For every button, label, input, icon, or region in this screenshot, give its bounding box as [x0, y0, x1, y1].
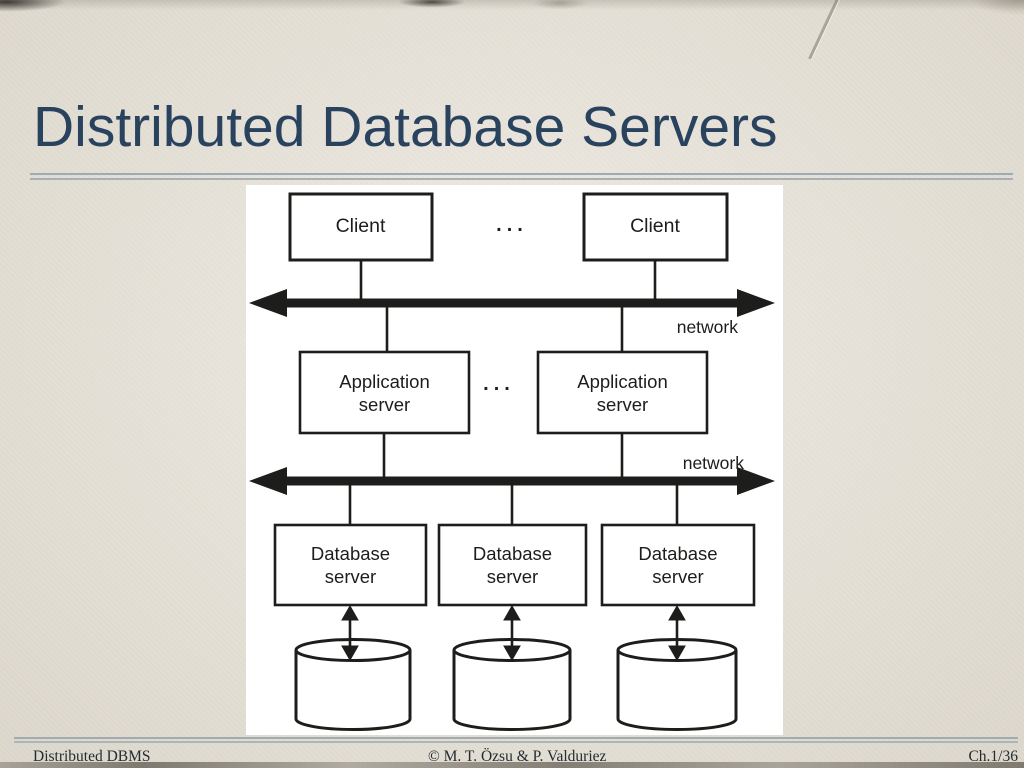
- db-server-label-middle-line1: Database: [472, 543, 553, 564]
- bus-top-right-arrowhead: [737, 289, 775, 317]
- bus-bottom-right-arrowhead: [737, 467, 775, 495]
- db-server-label-left: Database server: [274, 524, 427, 606]
- ellipsis-clients: ...: [496, 214, 528, 236]
- network-label-top: network: [676, 317, 738, 337]
- disk-cylinder-left-body: [294, 650, 412, 731]
- db-server-label-middle: Database server: [438, 524, 587, 606]
- architecture-diagram: [249, 192, 775, 731]
- app-server-label-right-line1: Application: [577, 370, 668, 392]
- db-server-label-middle-line2: server: [486, 566, 539, 587]
- disk-arrow-middle-up-head: [503, 604, 521, 621]
- disk-arrow-middle-down-head: [503, 645, 521, 662]
- diagram-panel: Client Client ... network Application se…: [246, 185, 783, 735]
- network-bus-top: [249, 289, 775, 317]
- db-server-label-left-line1: Database: [310, 543, 391, 564]
- footer-page-number: Ch.1/36: [968, 748, 1018, 765]
- footer-separator: [14, 737, 1018, 743]
- bus-top-left-arrowhead: [249, 289, 287, 317]
- disk-arrow-left-up-head: [341, 604, 359, 621]
- disk-arrow-left-down-head: [341, 645, 359, 662]
- db-server-label-right-line1: Database: [638, 543, 718, 564]
- db-server-label-left-line2: server: [324, 566, 377, 587]
- title-separator: [30, 173, 1013, 180]
- disk-arrows: [341, 604, 686, 662]
- node-boxes: [273, 192, 756, 607]
- app-server-box-left: [298, 350, 471, 435]
- client-box-left: [288, 192, 434, 262]
- footer-copyright-text: © M. T. Özsu & P. Valduriez: [428, 748, 607, 765]
- paper-bottom-edge: [0, 762, 1024, 768]
- disk-cylinders: [294, 638, 738, 731]
- disk-cylinder-right-body: [616, 650, 738, 731]
- client-label-left: Client: [335, 215, 386, 237]
- paper-crease: [808, 0, 839, 60]
- client-box-right: [582, 192, 729, 262]
- app-server-label-left-line1: Application: [339, 370, 430, 392]
- network-label-bottom: network: [682, 453, 744, 473]
- disk-cylinder-middle-body: [452, 650, 572, 731]
- db-server-label-right-line2: server: [652, 566, 704, 587]
- db-server-label-right: Database server: [601, 524, 755, 606]
- page-title: Distributed Database Servers: [33, 95, 778, 160]
- app-server-box-right: [536, 350, 709, 435]
- network-bus-bottom: [249, 467, 775, 495]
- footer-left-text: Distributed DBMS: [33, 748, 151, 765]
- db-server-box-right: [600, 523, 756, 607]
- client-label-right: Client: [630, 215, 680, 237]
- db-server-box-left: [273, 523, 428, 607]
- bus-bottom-left-arrowhead: [249, 467, 287, 495]
- db-server-box-middle: [437, 523, 588, 607]
- disk-arrow-right-up-head: [668, 604, 686, 621]
- ellipsis-app-servers: ...: [483, 373, 515, 395]
- app-server-label-right: Application server: [537, 351, 708, 434]
- app-server-label-left: Application server: [299, 351, 470, 434]
- connector-lines: [348, 260, 679, 526]
- disk-arrow-right-down-head: [668, 645, 686, 662]
- app-server-label-left-line2: server: [358, 393, 411, 415]
- app-server-label-right-line2: server: [596, 393, 649, 415]
